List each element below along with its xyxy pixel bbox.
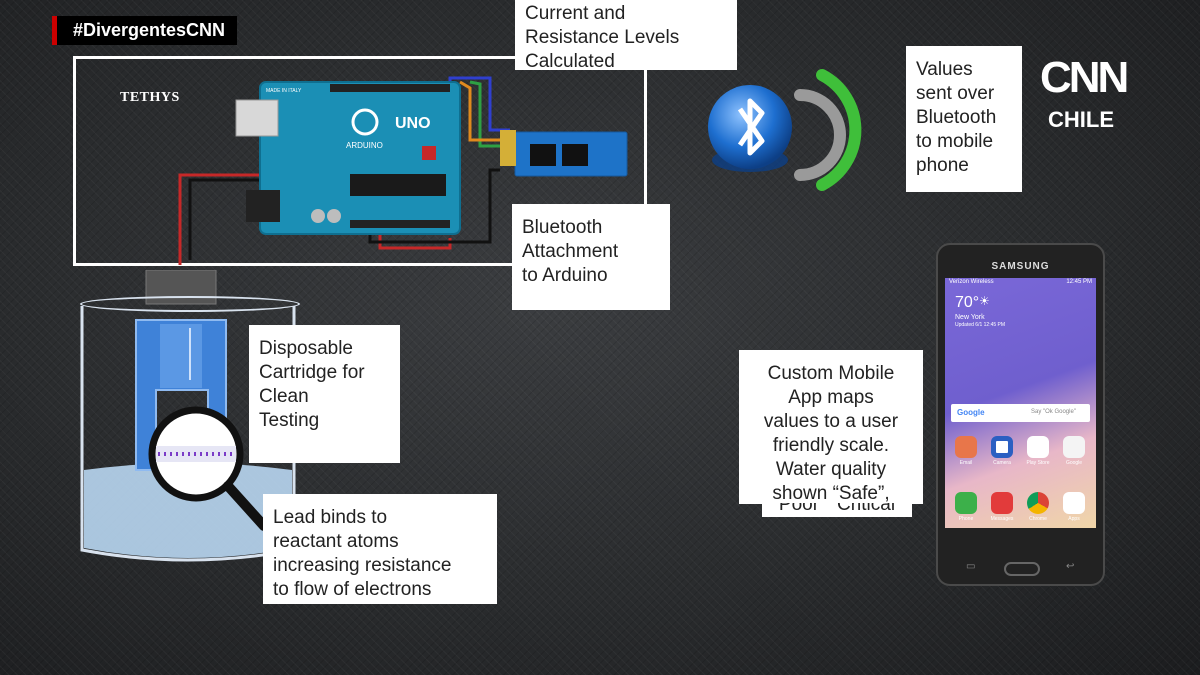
weather-sun-icon: ☀: [979, 294, 990, 308]
magnifier-handle: [223, 481, 269, 531]
capacitor-1: [311, 209, 325, 223]
app-label: Apps: [1068, 516, 1080, 522]
cnn-logo: CNN: [1040, 53, 1129, 102]
bluetooth-rune: [737, 98, 765, 156]
board-maker: ARDUINO: [346, 141, 383, 150]
callout-bluetooth-attachment: Bluetooth Attachment to Arduino: [512, 204, 670, 310]
cartridge-channel: [160, 324, 202, 388]
arduino-logo: [351, 108, 379, 136]
app-label: Chrome: [1029, 516, 1047, 522]
status-carrier: Verizon Wireless: [949, 279, 994, 285]
callout-lead-binds: Lead binds to reactant atoms increasing …: [263, 494, 497, 604]
google-search-bar[interactable]: Google Say "Ok Google": [951, 404, 1090, 422]
email-app-icon[interactable]: [955, 436, 977, 458]
hashtag-badge: #DivergentesCNN: [52, 16, 238, 45]
mobile-phone: SAMSUNG Verizon Wireless 12:45 PM 70° ☀ …: [936, 243, 1105, 586]
circuit-frame: [73, 56, 647, 266]
beaker-lip: [80, 296, 300, 312]
callout-custom-app-overflow: “Poor” “Critical”: [762, 503, 912, 517]
callout-current-resistance: Current and Resistance Levels Calculated: [515, 0, 737, 72]
wire-green: [469, 80, 510, 148]
wire-blue: [448, 76, 510, 132]
app-label: Email: [959, 460, 973, 466]
status-bar: Verizon Wireless 12:45 PM: [945, 278, 1096, 288]
chip: [350, 174, 446, 196]
bt-pins: [500, 130, 516, 166]
bt-chip-1: [530, 144, 556, 166]
phone-app-icon[interactable]: [955, 492, 977, 514]
reset-button: [422, 146, 436, 160]
weather-updated: Updated 6/1 12:45 PM: [955, 322, 1006, 328]
google-folder-icon[interactable]: [1063, 436, 1085, 458]
weather-city: New York: [955, 314, 985, 321]
app-label: Play Store: [1026, 460, 1050, 466]
cartridge-body: [135, 319, 227, 471]
power-jack: [246, 190, 280, 222]
beaker-graphic: [80, 270, 296, 562]
recents-button-icon[interactable]: ▭: [966, 561, 976, 572]
apps-drawer-icon[interactable]: [1063, 492, 1085, 514]
wire-black-bottom: [368, 168, 500, 244]
circuit-label: TETHYS: [120, 90, 180, 105]
weather-temp: 70°: [955, 294, 980, 311]
wire-orange: [459, 80, 510, 142]
bt-chip-2: [562, 144, 588, 166]
app-label: Google: [1065, 460, 1083, 466]
home-button[interactable]: [1004, 562, 1040, 576]
callout-cartridge: Disposable Cartridge for Clean Testing: [249, 325, 400, 463]
board-brand: UNO: [395, 115, 431, 132]
google-logo: Google: [957, 408, 985, 417]
board-origin: MADE IN ITALY: [266, 88, 302, 94]
usb-port: [235, 99, 279, 137]
cnn-region: CHILE: [1048, 107, 1114, 132]
callout-values-sent: Values sent over Bluetooth to mobile pho…: [906, 46, 1022, 192]
callout-custom-app: Custom Mobile App maps values to a user …: [739, 350, 923, 504]
phone-brand: SAMSUNG: [991, 261, 1050, 272]
custom-app-overflow-text: “Poor” “Critical”: [762, 503, 912, 517]
beaker-water: [84, 463, 292, 558]
header-top: [330, 84, 450, 92]
phone-screen: Verizon Wireless 12:45 PM 70° ☀ New York…: [945, 278, 1096, 528]
bluetooth-signal-graphic: [708, 69, 862, 191]
chrome-app-icon[interactable]: [1027, 492, 1049, 514]
app-label: Camera: [993, 460, 1011, 466]
signal-arc-outer: [816, 69, 862, 191]
arduino-circuit: UNO ARDUINO MADE IN ITALY: [178, 76, 628, 265]
messages-app-icon[interactable]: [991, 492, 1013, 514]
back-button-icon[interactable]: ↩: [1066, 561, 1075, 572]
play-store-app-icon[interactable]: [1027, 436, 1049, 458]
header-bottom: [350, 220, 450, 228]
status-time: 12:45 PM: [1066, 279, 1092, 285]
camera-app-icon[interactable]: [991, 436, 1013, 458]
app-label: Phone: [958, 516, 974, 522]
signal-arc-inner: [794, 89, 846, 181]
app-label: Messages: [990, 516, 1014, 522]
search-hint: Say "Ok Google": [1031, 409, 1076, 415]
capacitor-2: [327, 209, 341, 223]
